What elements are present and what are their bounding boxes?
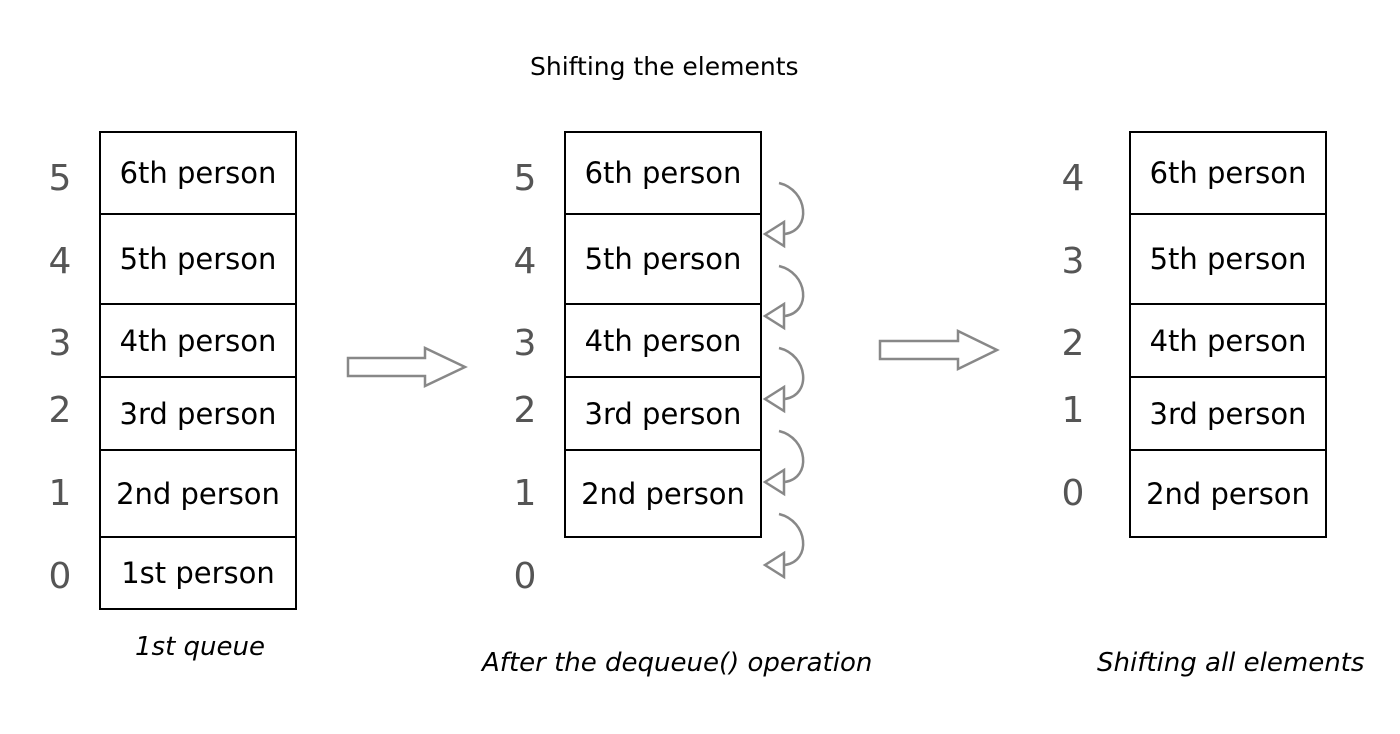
shift-arrow-3 <box>762 346 805 414</box>
queue-3-cell-3: 3rd person <box>1129 376 1327 451</box>
queue-1-index-3: 3 <box>48 323 72 364</box>
queue-3-index-4: 4 <box>1061 158 1085 199</box>
queue-1-index-1: 1 <box>48 473 72 514</box>
transition-arrow-1 <box>346 346 468 388</box>
queue-1-cell-1: 1st person <box>99 536 297 610</box>
queue-3-caption: Shifting all elements <box>1097 648 1365 678</box>
queue-2-cell-3: 3rd person <box>564 376 762 451</box>
queue-3-cell-4: 4th person <box>1129 303 1327 378</box>
queue-1-cell-4: 4th person <box>99 303 297 378</box>
queue-3-index-0: 0 <box>1061 473 1085 514</box>
queue-1-cell-5: 5th person <box>99 213 297 305</box>
shift-arrow-5 <box>762 512 805 580</box>
queue-2-index-3: 3 <box>513 323 537 364</box>
queue-3-index-1: 1 <box>1061 390 1085 431</box>
queue-2-index-5: 5 <box>513 158 537 199</box>
shift-arrow-2 <box>762 264 805 331</box>
transition-arrow-2 <box>878 329 1000 371</box>
queue-2-index-1: 1 <box>513 473 537 514</box>
queue-2-cell-2: 2nd person <box>564 449 762 538</box>
queue-2-cell-4: 4th person <box>564 303 762 378</box>
shift-arrow-4 <box>762 429 805 497</box>
queue-2-caption: After the dequeue() operation <box>482 648 873 678</box>
queue-2-index-0: 0 <box>513 556 537 597</box>
shift-arrow-1 <box>762 181 805 249</box>
queue-2-index-4: 4 <box>513 241 537 282</box>
queue-1-index-4: 4 <box>48 241 72 282</box>
queue-3-cell-5: 5th person <box>1129 213 1327 305</box>
queue-3-index-2: 2 <box>1061 323 1085 364</box>
diagram-title: Shifting the elements <box>530 52 799 81</box>
queue-2-cell-6: 6th person <box>564 131 762 215</box>
queue-1-index-2: 2 <box>48 390 72 431</box>
queue-1-caption: 1st queue <box>135 632 265 662</box>
queue-3-cell-2: 2nd person <box>1129 449 1327 538</box>
queue-3-index-3: 3 <box>1061 241 1085 282</box>
queue-2-index-2: 2 <box>513 390 537 431</box>
queue-2-cell-5: 5th person <box>564 213 762 305</box>
queue-1-index-5: 5 <box>48 158 72 199</box>
queue-1-cell-2: 2nd person <box>99 449 297 538</box>
queue-1-cell-6: 6th person <box>99 131 297 215</box>
queue-1-index-0: 0 <box>48 556 72 597</box>
